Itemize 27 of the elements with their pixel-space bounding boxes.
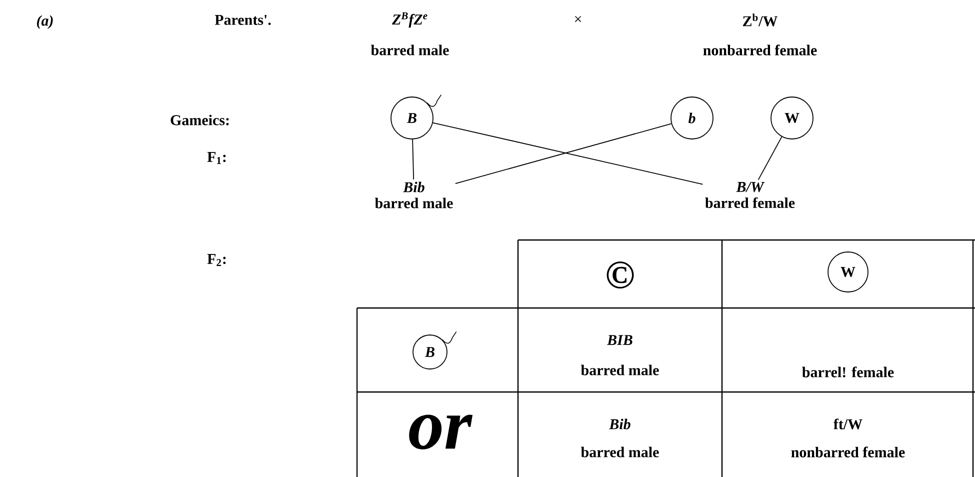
cell-text: barred male [580, 364, 659, 376]
cross-line [412, 139, 414, 180]
cross-line [454, 123, 672, 184]
row-label: F$_{1}$: [207, 152, 226, 164]
genotype: Z$^{b}$/W [742, 14, 778, 26]
gamete-drawing: B [390, 94, 442, 140]
row-label: Parents'. [214, 15, 271, 26]
offspring-label: Bib barred male [374, 182, 453, 208]
phenotype: barred male [370, 44, 449, 56]
cell-text: barred male [580, 446, 659, 458]
cross-line [758, 136, 782, 180]
cell-text: ft/W [834, 418, 862, 430]
offspring-label: B/W barred female [705, 182, 795, 208]
cell-text: BIB [606, 335, 632, 345]
gamete-drawing: B [412, 331, 457, 370]
panel-label: (a) [37, 15, 53, 29]
genotype: Z$^{B}$fZ$^{e}$ [392, 12, 428, 28]
cell-text: nonbarred female [791, 446, 905, 458]
phenotype: nonbarred female [703, 44, 817, 56]
cross-line [432, 122, 704, 185]
cell-text: barrel! female [802, 366, 894, 378]
row-label: Gameics: [170, 114, 229, 126]
cell-text: © [606, 262, 634, 288]
cross-sign: × [574, 16, 582, 22]
cell-text: Bib [609, 418, 630, 430]
row-label: F$_{2}$: [207, 254, 226, 266]
cell-text: or [409, 414, 473, 450]
